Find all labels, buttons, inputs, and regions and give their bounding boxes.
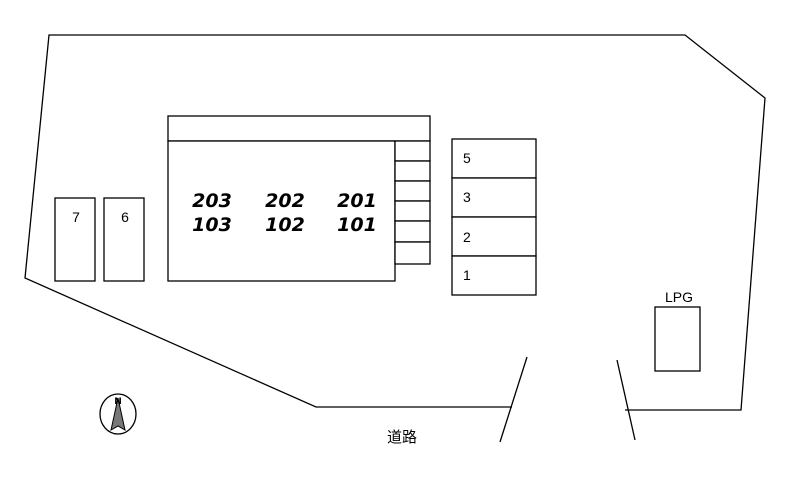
parking-space-label: 6 — [121, 209, 129, 225]
lpg-storage: LPG — [654, 289, 701, 372]
parking-space-6 — [103, 197, 145, 282]
unit-101: 101 — [337, 214, 377, 236]
stair-step — [394, 200, 431, 222]
north-arrow-icon: N — [99, 393, 137, 435]
parking-space-2 — [451, 216, 537, 257]
parking-right: 5 3 2 1 — [451, 138, 537, 296]
stair-step — [394, 241, 431, 265]
parking-space-3 — [451, 177, 537, 218]
building-body — [167, 140, 396, 282]
parking-space-7 — [54, 197, 96, 282]
building-corridor — [167, 115, 431, 142]
road-label: 道路 — [387, 428, 417, 446]
unit-203: 203 — [192, 190, 232, 212]
parking-left: 7 6 — [54, 197, 145, 282]
parking-space-1 — [451, 255, 537, 296]
unit-202: 202 — [265, 190, 305, 212]
stair-step — [394, 180, 431, 202]
stair-step — [394, 160, 431, 182]
compass-letter: N — [114, 397, 122, 407]
lpg-label: LPG — [665, 289, 693, 305]
stair-step — [394, 220, 431, 243]
parking-space-label: 7 — [72, 209, 80, 225]
stair-step — [394, 140, 431, 162]
parking-space-label: 2 — [463, 229, 471, 245]
site-boundary — [24, 34, 766, 411]
unit-201: 201 — [337, 190, 377, 212]
lpg-box — [654, 306, 701, 372]
entrance-line-right — [616, 359, 636, 441]
apartment-building: 203 202 201 103 102 101 — [167, 115, 431, 282]
parking-space-label: 1 — [463, 267, 471, 283]
unit-102: 102 — [265, 214, 305, 236]
entrance-line-left — [499, 356, 528, 443]
parking-space-label: 5 — [463, 150, 471, 166]
unit-103: 103 — [192, 214, 232, 236]
parking-space-label: 3 — [463, 189, 471, 205]
